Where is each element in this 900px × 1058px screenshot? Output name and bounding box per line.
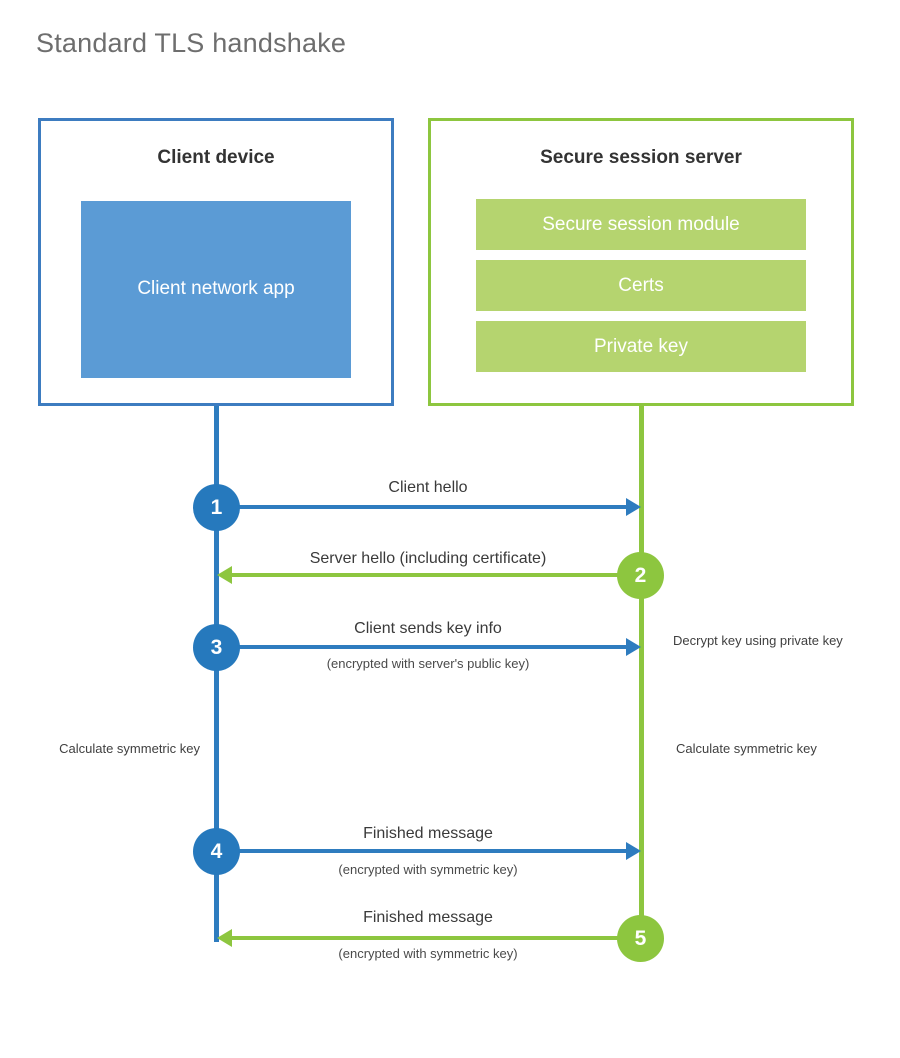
step-5-message-sublabel: (encrypted with symmetric key) <box>338 946 518 961</box>
server-component-certs: Certs <box>476 260 806 311</box>
step-1-message-label: Client hello <box>388 479 468 496</box>
client-network-app-block: Client network app <box>81 201 351 378</box>
note-calculate-symmetric-key-client: Calculate symmetric key <box>59 741 200 756</box>
client-device-box: Client device Client network app <box>38 118 394 406</box>
step-4-message-sublabel: (encrypted with symmetric key) <box>338 862 518 877</box>
note-calculate-symmetric-key-server: Calculate symmetric key <box>676 741 817 756</box>
secure-session-server-box: Secure session server Secure session mod… <box>428 118 854 406</box>
step-2-arrow-line <box>232 573 632 577</box>
step-3-message-sublabel: (encrypted with server's public key) <box>326 656 530 671</box>
step-4-number-badge: 4 <box>193 828 240 875</box>
step-3-message-label: Client sends key info <box>354 620 502 637</box>
step-3-arrow-head-icon <box>626 638 641 656</box>
step-4-arrow-line <box>216 849 626 853</box>
server-lifeline <box>639 406 644 939</box>
step-3-number-badge: 3 <box>193 624 240 671</box>
note-decrypt-key: Decrypt key using private key <box>673 633 843 648</box>
page-title: Standard TLS handshake <box>36 28 347 58</box>
step-4-arrow-head-icon <box>626 842 641 860</box>
step-5-message-label: Finished message <box>363 909 493 926</box>
step-4-message-label: Finished message <box>363 825 493 842</box>
step-1-number-badge: 1 <box>193 484 240 531</box>
step-2-arrow-head-icon <box>217 566 232 584</box>
step-2-message-label: Server hello (including certificate) <box>309 550 547 567</box>
server-component-stack: Secure session module Certs Private key <box>476 199 806 372</box>
client-device-title: Client device <box>157 147 275 168</box>
step-5-number-badge: 5 <box>617 915 664 962</box>
secure-session-server-title: Secure session server <box>540 147 742 168</box>
client-lifeline <box>214 406 219 942</box>
step-2-number-badge: 2 <box>617 552 664 599</box>
step-5-arrow-head-icon <box>217 929 232 947</box>
server-component-secure-session-module: Secure session module <box>476 199 806 250</box>
server-component-private-key: Private key <box>476 321 806 372</box>
step-3-arrow-line <box>216 645 626 649</box>
step-1-arrow-line <box>216 505 626 509</box>
step-5-arrow-line <box>232 936 628 940</box>
step-1-arrow-head-icon <box>626 498 641 516</box>
